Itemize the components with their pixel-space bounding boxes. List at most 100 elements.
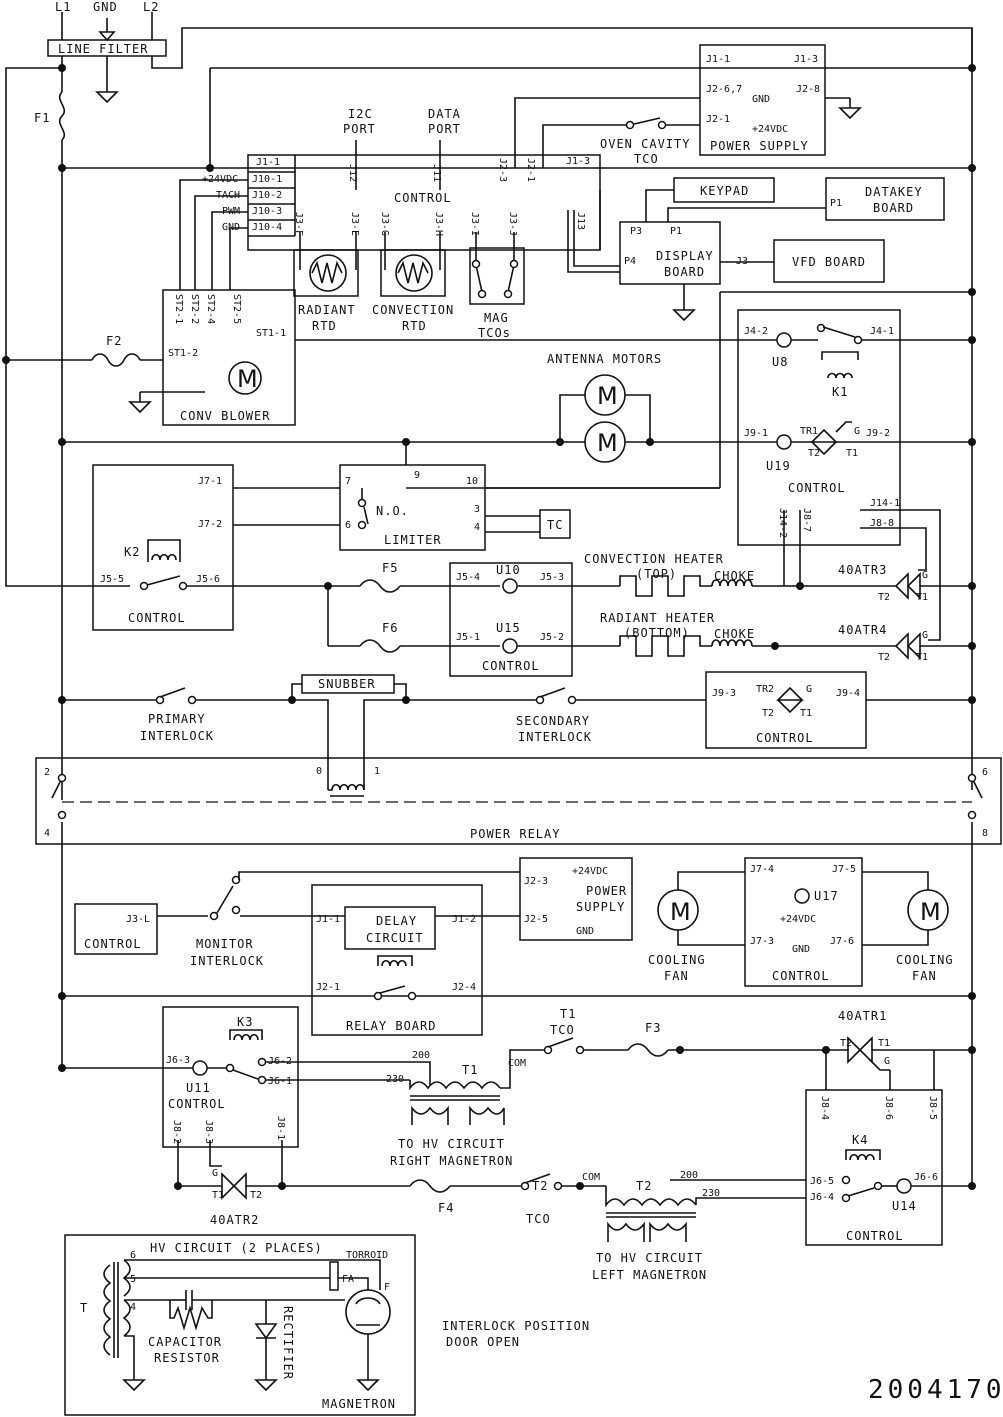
datakey-1: DATAKEY [865,185,923,199]
antenna-motors [559,374,651,463]
cb-motor: M [237,365,258,393]
k2-j5-6: J5-6 [196,574,220,585]
primary-2: INTERLOCK [140,729,214,743]
f1-label: F1 [34,111,50,125]
psl-24v: +24VDC [572,866,608,877]
tr2b-g: G [212,1168,218,1179]
cf-u17: U17 [814,889,839,903]
k4-title: CONTROL [846,1229,904,1243]
vfd-label: VFD BOARD [792,255,866,269]
ps-j1-3: J1-3 [794,54,818,65]
rb-j2-4: J2-4 [452,982,476,993]
t1-tco-1: T1 [560,1007,576,1021]
hv-rectifier: RECTIFIER [281,1306,295,1380]
t1-hv-2: RIGHT MAGNETRON [390,1154,513,1168]
cb-st12: ST1-2 [168,348,198,359]
cf-j7-3: J7-3 [750,936,774,947]
t2-230: 230 [702,1188,720,1199]
k4-u14: U14 [892,1199,917,1213]
t1-200: 200 [412,1050,430,1061]
k3-j6-3: J6-3 [166,1055,190,1066]
display-p1: P1 [670,226,682,237]
lim-7: 7 [345,476,351,487]
hv-fa: FA [342,1274,354,1285]
cm-j10-2: J10-2 [252,190,282,201]
f2-label: F2 [106,334,122,348]
ps-j2-8: J2-8 [796,84,820,95]
tr2b-t1: T1 [212,1190,224,1201]
cr-k1: K1 [832,385,848,399]
control-tr2-box [705,671,867,749]
cmid-u10: U10 [496,563,521,577]
cm-j3j: J3-J [507,212,518,236]
cmid-title: CONTROL [482,659,540,673]
mon-control: CONTROL [84,937,142,951]
datakey-2: BOARD [873,201,914,215]
ctr2-g: G [806,684,812,695]
choke-1: CHOKE [714,569,755,583]
cm-gnd: GND [222,222,240,233]
pr-title: POWER RELAY [470,827,560,841]
psl-j2-3: J2-3 [524,876,548,887]
tr4-g: G [922,630,928,641]
cr-j8-7: J8-7 [801,508,812,532]
ctr2-j9-3: J9-3 [712,688,736,699]
t1-com: COM [508,1058,526,1069]
hv-circuit-box [64,1234,416,1416]
convection-2: RTD [402,319,427,333]
ps-title: POWER SUPPLY [710,139,809,153]
display-section [619,177,945,322]
rad-heater-1: RADIANT HEATER [600,611,715,625]
control-right-box [737,309,972,641]
power-relay-box [35,757,1002,845]
tr1-t2: T2 [840,1038,852,1049]
k2-j5-5: J5-5 [100,574,124,585]
l2-label: L2 [143,0,159,14]
k4-j8-5: J8-5 [927,1096,938,1120]
j12: J12 [347,164,358,182]
t1-230: 230 [386,1074,404,1085]
data-2: PORT [428,122,461,136]
lim-title: LIMITER [384,533,442,547]
cr-j4-2: J4-2 [744,326,768,337]
t2-transformer [605,1179,806,1242]
ctr2-title: CONTROL [756,731,814,745]
k2-j7-1: J7-1 [198,476,222,487]
tr40-1 [825,1036,972,1090]
t1-hv-1: TO HV CIRCUIT [398,1137,505,1151]
display-j3: J3 [736,256,748,267]
f3-label: F3 [645,1021,661,1035]
cm-j3i: J3-I [469,212,480,236]
cm-j10-3: J10-3 [252,206,282,217]
cr-u8: U8 [772,355,788,369]
limiter-box [339,464,720,551]
heaters [619,572,972,660]
tr1-label: 40ATR1 [838,1009,887,1023]
k2-label: K2 [124,545,140,559]
mon-1: MONITOR [196,937,254,951]
hv-6: 6 [130,1250,136,1261]
choke-2: CHOKE [714,627,755,641]
f5-label: F5 [382,561,398,575]
convection-1: CONVECTION [372,303,454,317]
ctr2-j9-4: J9-4 [836,688,860,699]
note-2: DOOR OPEN [446,1335,520,1349]
cr-j9-1: J9-1 [744,428,768,439]
cm-pwm: PWM [222,206,240,217]
k4-j6-4: J6-4 [810,1192,834,1203]
cmid-j5-4: J5-4 [456,572,480,583]
t2-com: COM [582,1172,600,1183]
cb-st24: ST2-4 [205,294,216,324]
power-supply-top [514,44,862,168]
conv-blower-box [128,289,296,426]
cm-j3f: J3-F [293,212,304,236]
cm-j3g: J3-G [379,212,390,236]
hv-5: 5 [130,1274,136,1285]
cm-j1-1: J1-1 [256,157,280,168]
pr-2: 2 [44,767,50,778]
psl-j2-5: J2-5 [524,914,548,925]
cm-j3h: J3-H [433,212,444,236]
k3-u11: U11 [186,1081,211,1095]
